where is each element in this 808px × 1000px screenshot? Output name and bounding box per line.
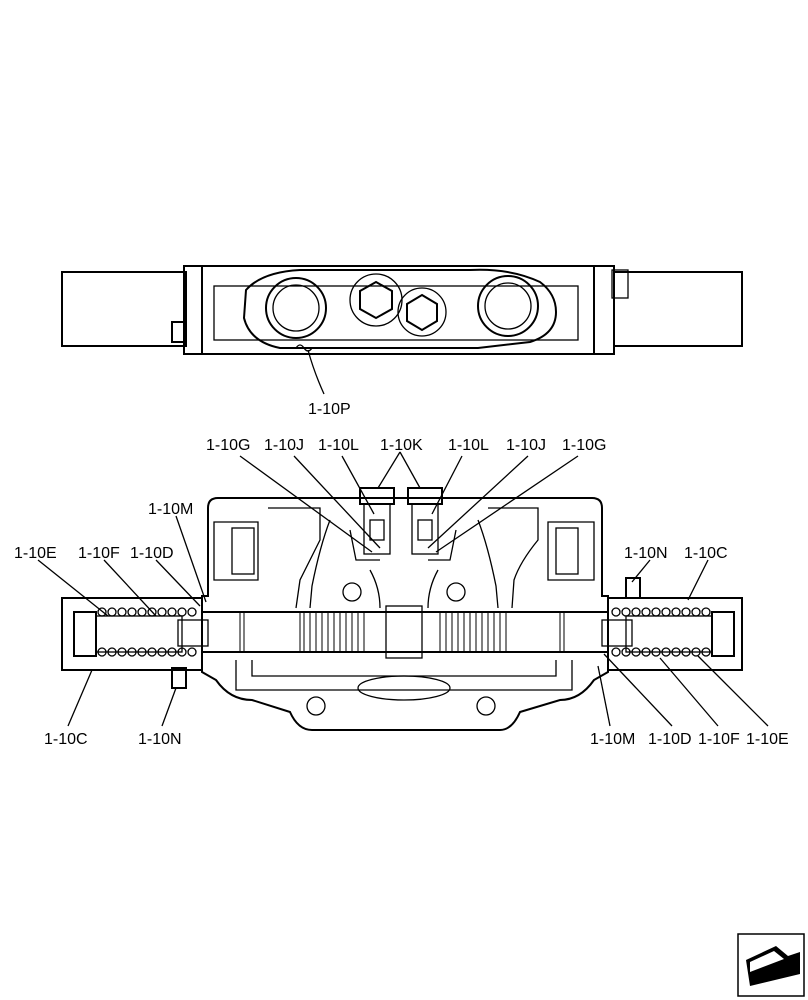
label-1-10l-left: 1-10L (318, 437, 359, 454)
label-1-10l-right: 1-10L (448, 437, 489, 454)
label-1-10m-right: 1-10M (590, 731, 635, 748)
label-1-10f-right: 1-10F (698, 731, 740, 748)
label-1-10g-right: 1-10G (562, 437, 606, 454)
section-view (61, 487, 743, 731)
label-1-10d-right: 1-10D (648, 731, 692, 748)
label-1-10n-right-top: 1-10N (624, 545, 668, 562)
top-view (61, 265, 743, 395)
label-1-10g-left: 1-10G (206, 437, 250, 454)
label-1-10c-right-top: 1-10C (684, 545, 728, 562)
label-1-10p: 1-10P (308, 401, 351, 418)
label-1-10n-left-bottom: 1-10N (138, 731, 182, 748)
label-1-10e-left: 1-10E (14, 545, 57, 562)
right-spring (611, 607, 711, 657)
label-1-10c-left-bottom: 1-10C (44, 731, 88, 748)
label-1-10m-left: 1-10M (148, 501, 193, 518)
leader-lines (37, 451, 769, 727)
left-spring (97, 607, 197, 657)
spool-grooves (239, 612, 565, 652)
label-1-10f-left: 1-10F (78, 545, 120, 562)
label-1-10e-right: 1-10E (746, 731, 789, 748)
label-1-10k: 1-10K (380, 437, 423, 454)
label-1-10d-left: 1-10D (130, 545, 174, 562)
label-1-10j-left: 1-10J (264, 437, 304, 454)
page-arrow-icon[interactable] (737, 933, 805, 997)
callout-labels: 1-10P 1-10G 1-10J 1-10L 1-10K 1-10L 1-10… (14, 401, 789, 748)
label-1-10j-right: 1-10J (506, 437, 546, 454)
